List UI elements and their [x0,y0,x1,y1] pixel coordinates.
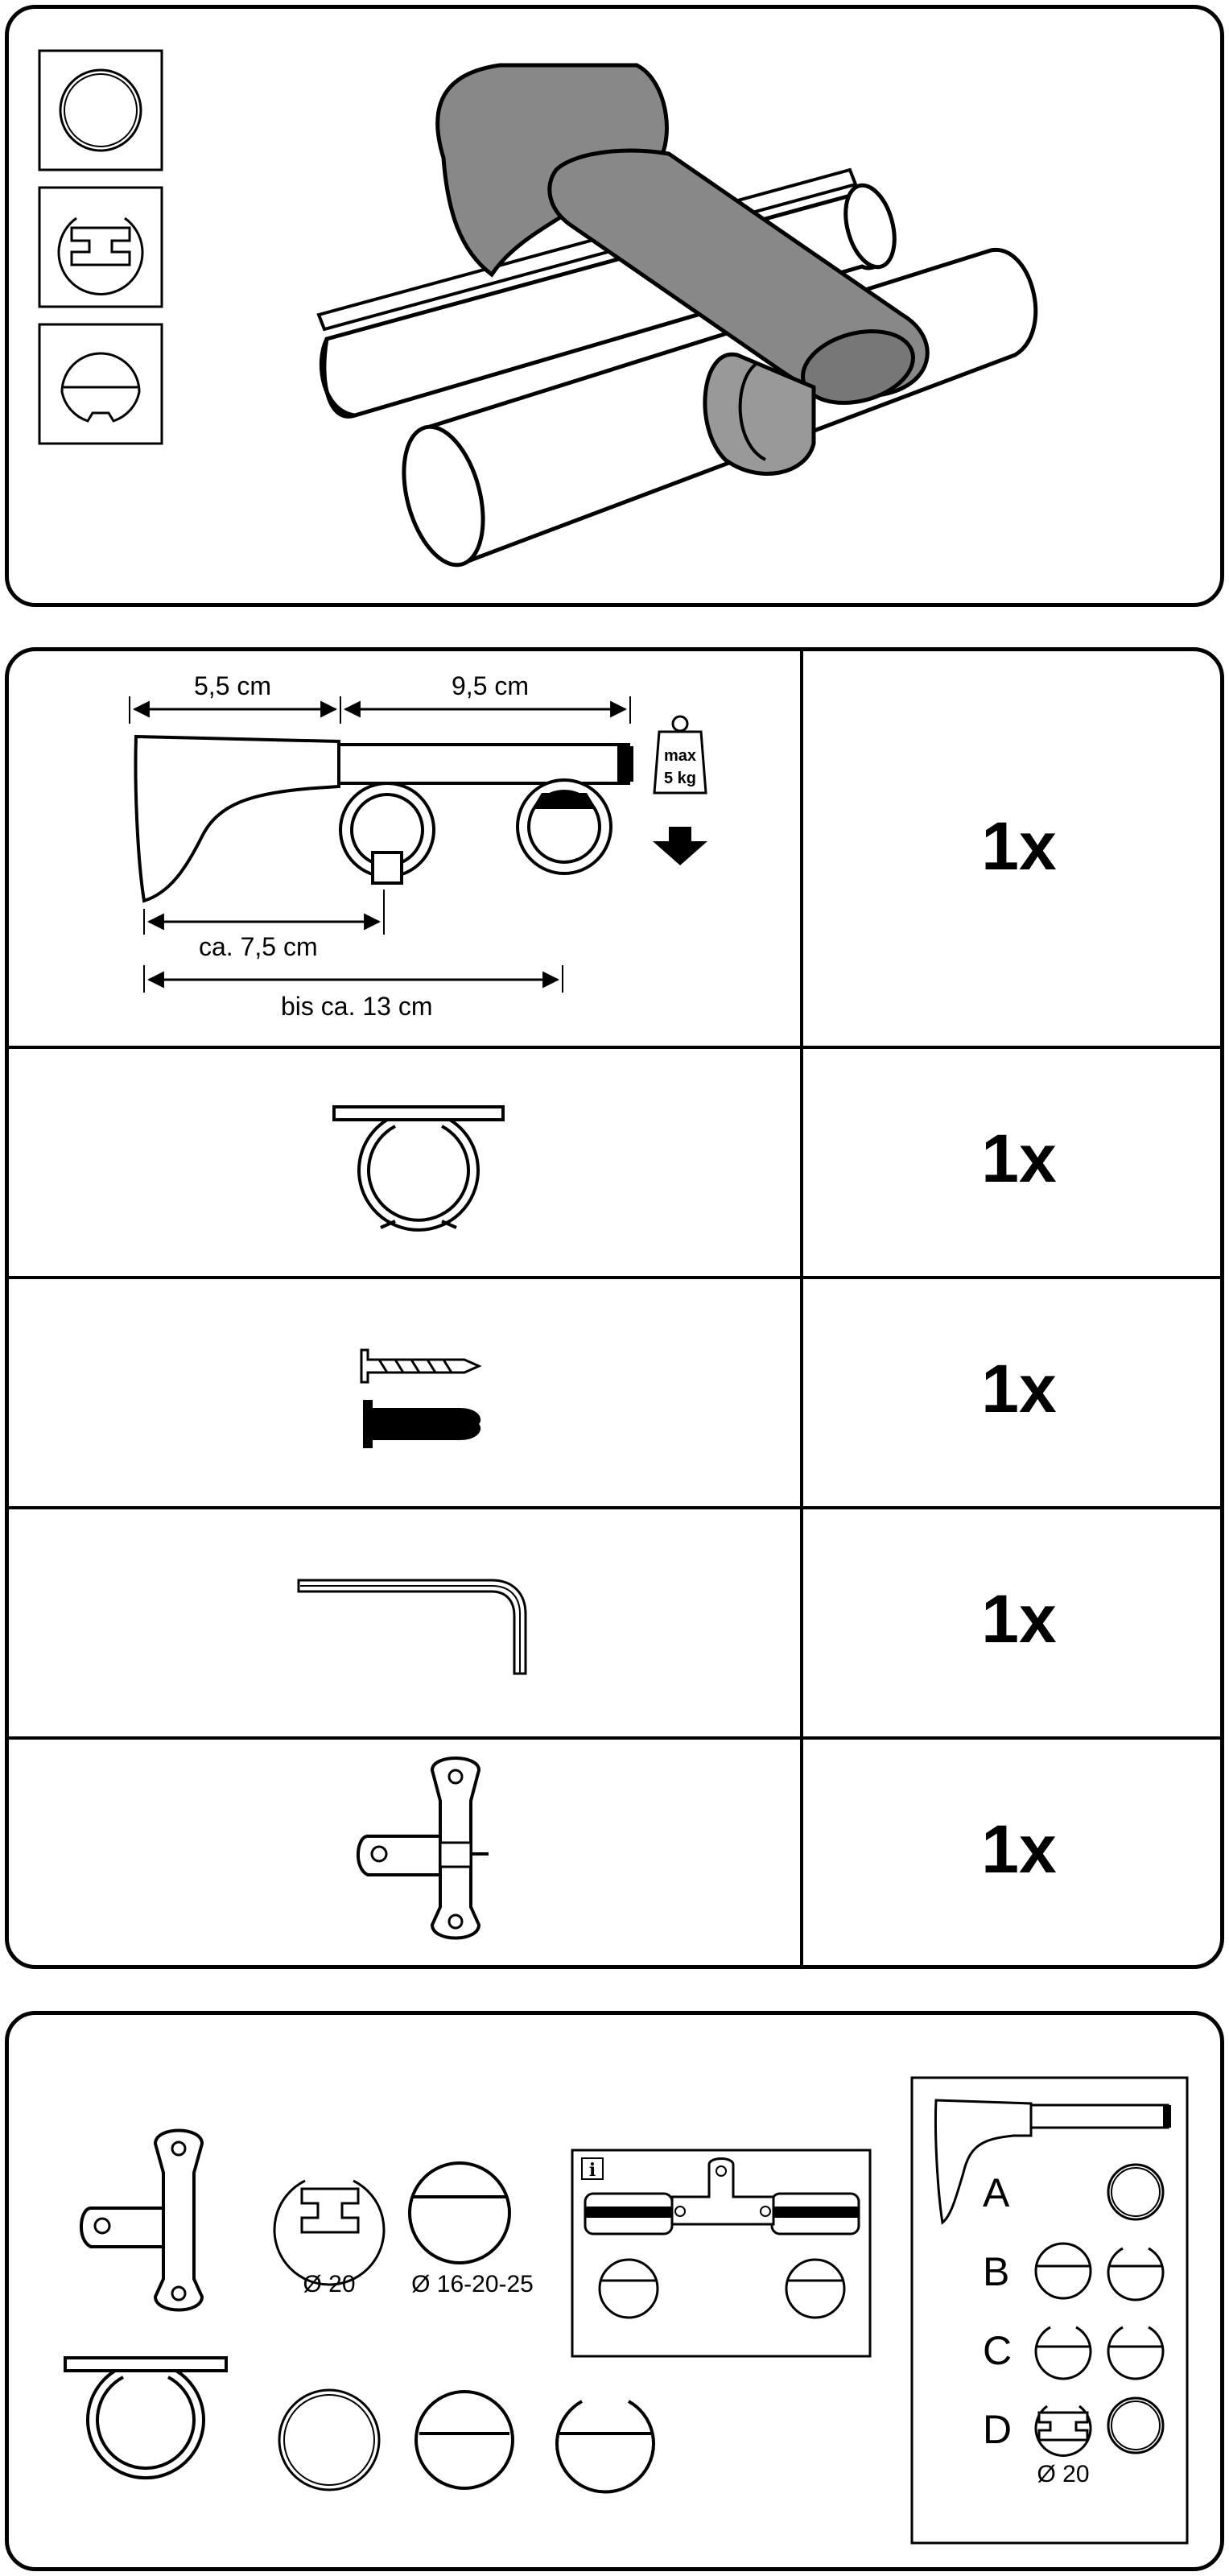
compatibility-drawings: Ø 20 Ø 16-20-25 i [64,2076,1189,2545]
row-divider [9,1276,1220,1279]
single-track-profile-icon [38,323,163,445]
info-box: i [571,2149,872,2358]
dimension-bottom-short: ca. 7,5 cm [199,932,318,961]
dimension-top-right: 9,5 cm [452,671,529,700]
row-divider [9,1046,1220,1049]
row-divider [9,1736,1220,1740]
compat-double-track-ring: Ø 20 [273,2179,386,2297]
legend-box: A B C D Ø 20 [910,2076,1189,2545]
column-divider [800,651,803,1965]
legend-row-c-label: C [983,2328,1012,2373]
allen-key-drawing [297,1579,527,1675]
diameter-range-label: Ø 16-20-25 [411,2271,534,2297]
double-bracket-drawing [134,734,633,903]
bracket-body [435,63,930,476]
dimension-bottom-long: bis ca. 13 cm [281,992,433,1021]
legend-row-b-label: B [983,2249,1009,2294]
screw-and-dowel-drawing [360,1348,482,1448]
double-track-profile-icon [38,186,163,308]
compat-mounting-plate [79,2128,204,2312]
quantity-double-bracket: 1x [981,808,1057,884]
quantity-ceiling-holder: 1x [981,1121,1057,1196]
compat-ceiling-holder [64,2356,228,2480]
mounting-plate-drawing [356,1757,489,1940]
compat-single-track-ring: Ø 16-20-25 [408,2161,534,2297]
overview-panel [5,5,1224,607]
legend-row-a-label: A [983,2170,1010,2215]
overview-illustration [38,49,1038,568]
weight-max-label: max [664,747,696,765]
diameter-double-track-label: Ø 20 [303,2271,355,2297]
dimension-lines: 5,5 cm 9,5 cm ca. 7,5 cm bis ca. 13 cm [129,671,631,1021]
parts-drawings: 5,5 cm 9,5 cm ca. 7,5 cm bis ca. 13 cm m… [129,671,707,1940]
quantity-mounting-plate: 1x [981,1811,1057,1887]
ceiling-holder-drawing [332,1105,505,1232]
weight-value-label: 5 kg [664,770,696,787]
round-rod-profile-icon [38,49,163,171]
parts-list-panel: 1x 1x 1x 1x 1x 5,5 cm 9,5 cm ca. 7,5 cm … [5,647,1224,1969]
compat-bottom-rings [278,2388,655,2494]
legend-row-d-label: D [983,2407,1012,2452]
quantity-screw-and-dowel: 1x [981,1351,1057,1426]
dimension-top-left: 5,5 cm [194,671,271,700]
legend-footer-diameter: Ø 20 [1037,2461,1089,2487]
row-divider [9,1506,1220,1509]
weight-limit-icon: max 5 kg [653,715,707,865]
quantity-allen-key: 1x [981,1581,1057,1657]
compatibility-panel: Ø 20 Ø 16-20-25 i [5,2011,1224,2571]
info-icon: i [589,2160,596,2181]
